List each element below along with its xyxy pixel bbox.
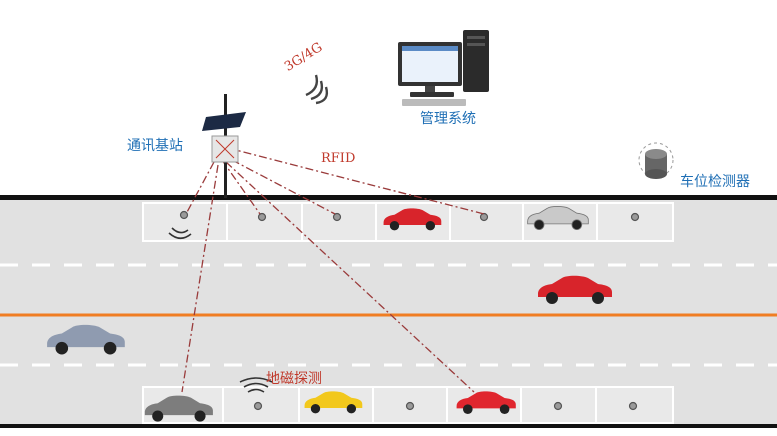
parking-detector-icon <box>638 142 674 179</box>
label-base-station: 通讯基站 <box>127 138 183 154</box>
wireless-signal-icon <box>239 377 273 393</box>
car-icon <box>144 395 213 422</box>
sensor-icon <box>405 401 415 411</box>
signal-lines <box>181 147 485 393</box>
car-icon <box>527 206 589 231</box>
sensors <box>179 210 640 411</box>
sensor-icon <box>553 401 563 411</box>
sensor-icon <box>257 212 267 222</box>
car-icon <box>304 391 363 414</box>
sensor-icon <box>253 401 263 411</box>
wireless-signal-icon <box>168 227 192 240</box>
car-icon <box>456 391 516 414</box>
label-parking-detector: 车位检测器 <box>680 174 750 190</box>
car-icon <box>538 275 612 304</box>
network-signal-icon <box>305 74 329 105</box>
label-geomagnetic-detection: 地磁探测 <box>266 371 322 387</box>
car-icon <box>47 324 125 355</box>
sensor-icon <box>332 212 342 222</box>
road-top-curb <box>0 195 777 200</box>
sensor-icon <box>628 401 638 411</box>
road-bottom-curb <box>0 424 777 428</box>
label-rfid: RFID <box>321 151 356 166</box>
car-icon <box>383 208 442 231</box>
solar-base-station-icon <box>202 94 246 198</box>
sensor-icon <box>179 210 189 220</box>
sensor-icon <box>630 212 640 222</box>
label-management-system: 管理系统 <box>420 111 476 127</box>
sensor-icon <box>479 212 489 222</box>
desktop-computer-icon <box>398 30 489 106</box>
